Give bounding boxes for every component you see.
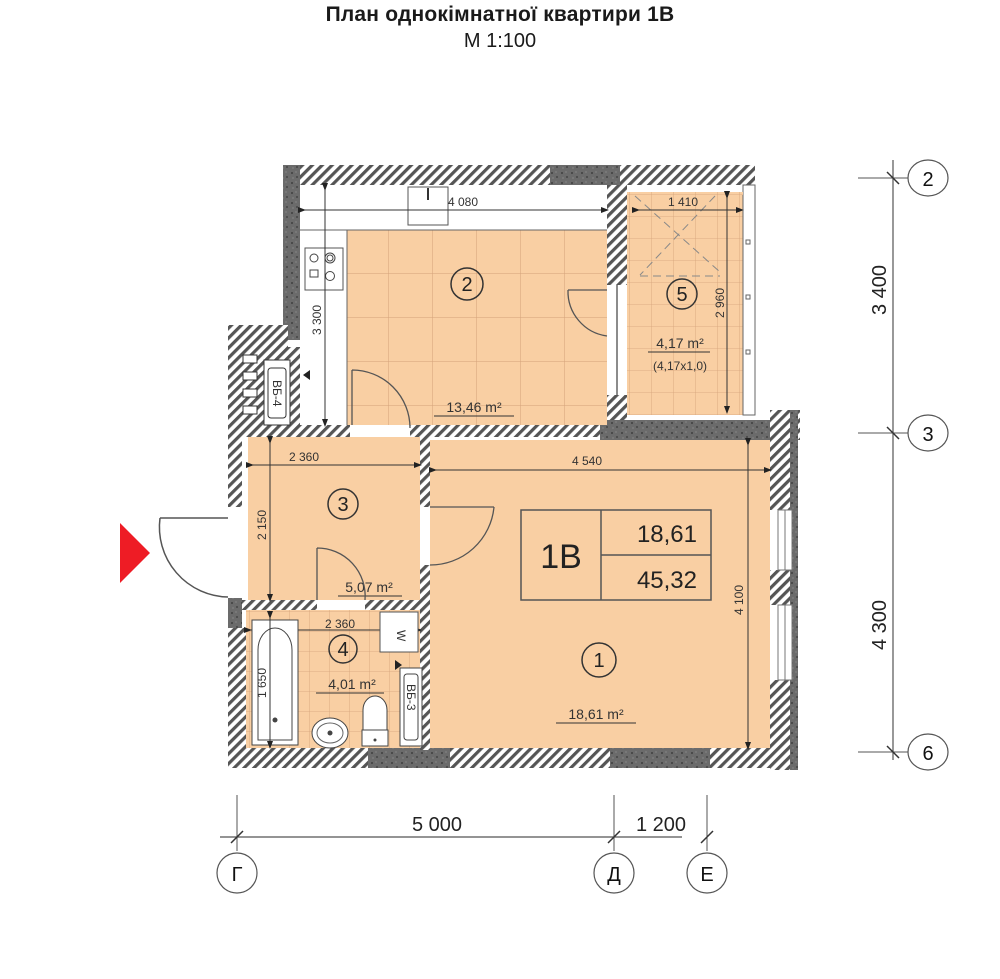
- bathroom-door: [316, 547, 366, 601]
- pointer-icon: [303, 370, 310, 380]
- plan-scale: М 1:100: [463, 30, 537, 52]
- balcony-railing: [742, 195, 751, 415]
- room-4-width-dim: 2 360: [325, 617, 355, 631]
- axis-3-label: 3: [922, 424, 933, 446]
- ventilation-shaft-vb4: ВБ-4: [242, 354, 310, 426]
- axis-6-marker: [907, 733, 949, 771]
- room-5-floor: [627, 192, 743, 415]
- shaft-vb3-label: ВБ-3: [404, 684, 418, 711]
- shaft-vb4-label: ВБ-4: [270, 380, 284, 407]
- vertical-axes: 2 3 6 3 400 4 300: [858, 159, 949, 771]
- stove-icon: [304, 247, 344, 291]
- room-5-number: 5: [676, 284, 687, 306]
- room-2-height-dim: 3 300: [310, 305, 324, 335]
- plan-title: План однокімнатної квартири 1В: [325, 3, 675, 26]
- room-4-number-badge: [328, 634, 358, 664]
- entrance-door: [158, 517, 229, 598]
- bathtub-icon: [251, 619, 299, 746]
- axis-g-marker: [216, 852, 258, 894]
- apartment-code: 1В: [540, 538, 582, 576]
- axis-6-label: 6: [922, 743, 933, 765]
- room-5-height-dim: 2 960: [713, 288, 727, 318]
- axis-2-3-dim: 3 400: [869, 265, 891, 315]
- ventilation-shaft-vb3: ВБ-3: [395, 660, 423, 747]
- axis-g-label: Г: [232, 864, 243, 886]
- room-3-height-dim: 2 150: [255, 510, 269, 540]
- axis-3-marker: [907, 414, 949, 452]
- room-2-area: 13,46 m²: [446, 399, 502, 415]
- axis-d-marker: [593, 852, 635, 894]
- axis-e-marker: [686, 852, 728, 894]
- axis-g-d-dim: 5 000: [412, 814, 462, 836]
- pointer-icon: [395, 660, 402, 670]
- kitchen-entry-door: [351, 369, 411, 429]
- room-2-width-dim: 4 080: [448, 195, 478, 209]
- balcony-door: [567, 289, 608, 337]
- entrance-marker-icon: [120, 523, 150, 583]
- room-1-door: [429, 506, 495, 566]
- room-5-area: 4,17 m²: [656, 335, 704, 351]
- living-area-value: 18,61: [637, 521, 697, 548]
- room-5-number-badge: [666, 278, 698, 310]
- room-1-number-badge: [581, 642, 617, 678]
- axis-2-label: 2: [922, 169, 933, 191]
- room-3-width-dim: 2 360: [289, 450, 319, 464]
- room-4-number: 4: [337, 639, 348, 661]
- room-3-floor: [248, 437, 420, 600]
- room-4-area: 4,01 m²: [328, 676, 376, 692]
- room-2-number: 2: [461, 274, 472, 296]
- room-1-area: 18,61 m²: [568, 706, 624, 722]
- room-5-width-dim: 1 410: [668, 195, 698, 209]
- total-area-value: 45,32: [637, 567, 697, 594]
- room-1-width-dim: 4 540: [572, 454, 602, 468]
- axis-2-marker: [907, 159, 949, 197]
- room-5-area-note: (4,17x1,0): [653, 359, 707, 373]
- washer-label: W: [394, 630, 408, 642]
- room-3-area: 5,07 m²: [345, 579, 393, 595]
- room-3-number: 3: [337, 494, 348, 516]
- toilet-icon: [361, 695, 389, 747]
- room-1-number: 1: [593, 650, 604, 672]
- room-1-floor: [430, 440, 770, 748]
- axis-3-6-dim: 4 300: [869, 600, 891, 650]
- horizontal-axes: Г Д Е 5 000 1 200: [216, 795, 728, 894]
- axis-d-label: Д: [607, 864, 621, 886]
- room-4-height-dim: 1 650: [255, 668, 269, 698]
- room-2-number-badge: [450, 267, 484, 301]
- room-1-height-dim: 4 100: [732, 585, 746, 615]
- washbasin-icon: [311, 717, 349, 749]
- room-3-number-badge: [327, 488, 359, 520]
- apartment-summary-table: 1В 18,61 45,32: [520, 509, 712, 601]
- axis-d-e-dim: 1 200: [636, 814, 686, 836]
- room-2-floor: [347, 230, 607, 425]
- axis-e-label: Е: [700, 864, 713, 886]
- washer-icon: [379, 611, 419, 653]
